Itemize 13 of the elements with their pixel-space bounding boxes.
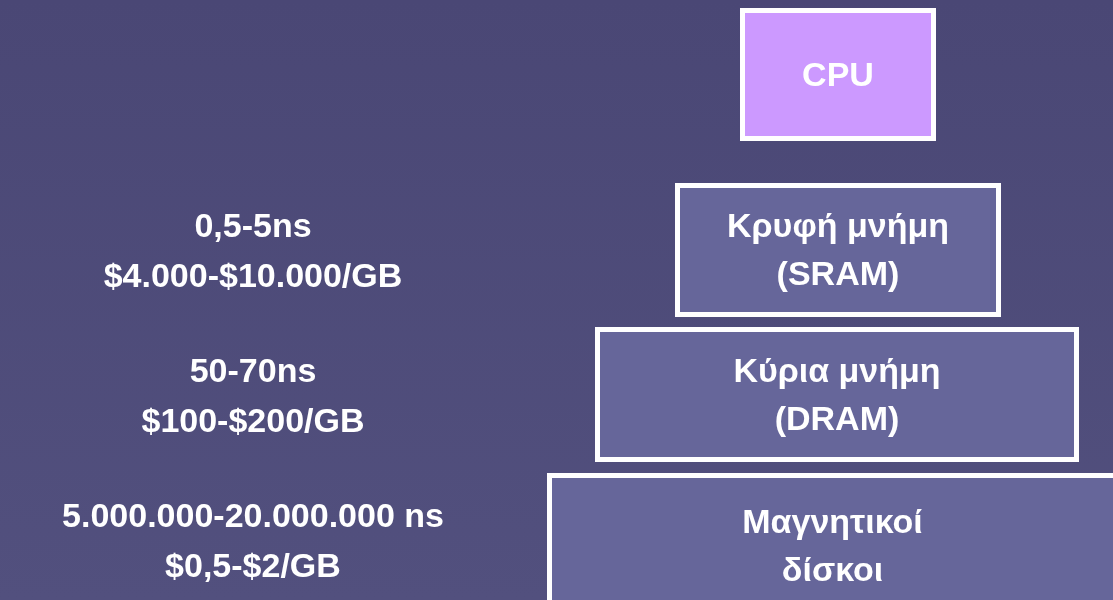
cost-label: $100-$200/GB — [140, 400, 366, 441]
node-label: Κρυφή μνήμη (SRAM) — [726, 205, 950, 294]
node-label: Κύρια μνήμη (DRAM) — [732, 349, 942, 439]
node-label: Μαγνητικοί δίσκοι — [741, 500, 924, 590]
cache-memory-box — [675, 183, 1001, 317]
cpu-box — [740, 8, 936, 141]
cost-label: $4.000-$10.000/GB — [102, 255, 404, 296]
node-label: CPU — [802, 53, 874, 95]
access-time-label: 5.000.000-20.000.000 ns — [61, 495, 445, 536]
access-time-label: 50-70ns — [188, 350, 318, 391]
access-time-label: 0,5-5ns — [193, 205, 313, 246]
main-memory-box — [595, 327, 1079, 462]
cost-label: $0,5-$2/GB — [164, 545, 342, 586]
